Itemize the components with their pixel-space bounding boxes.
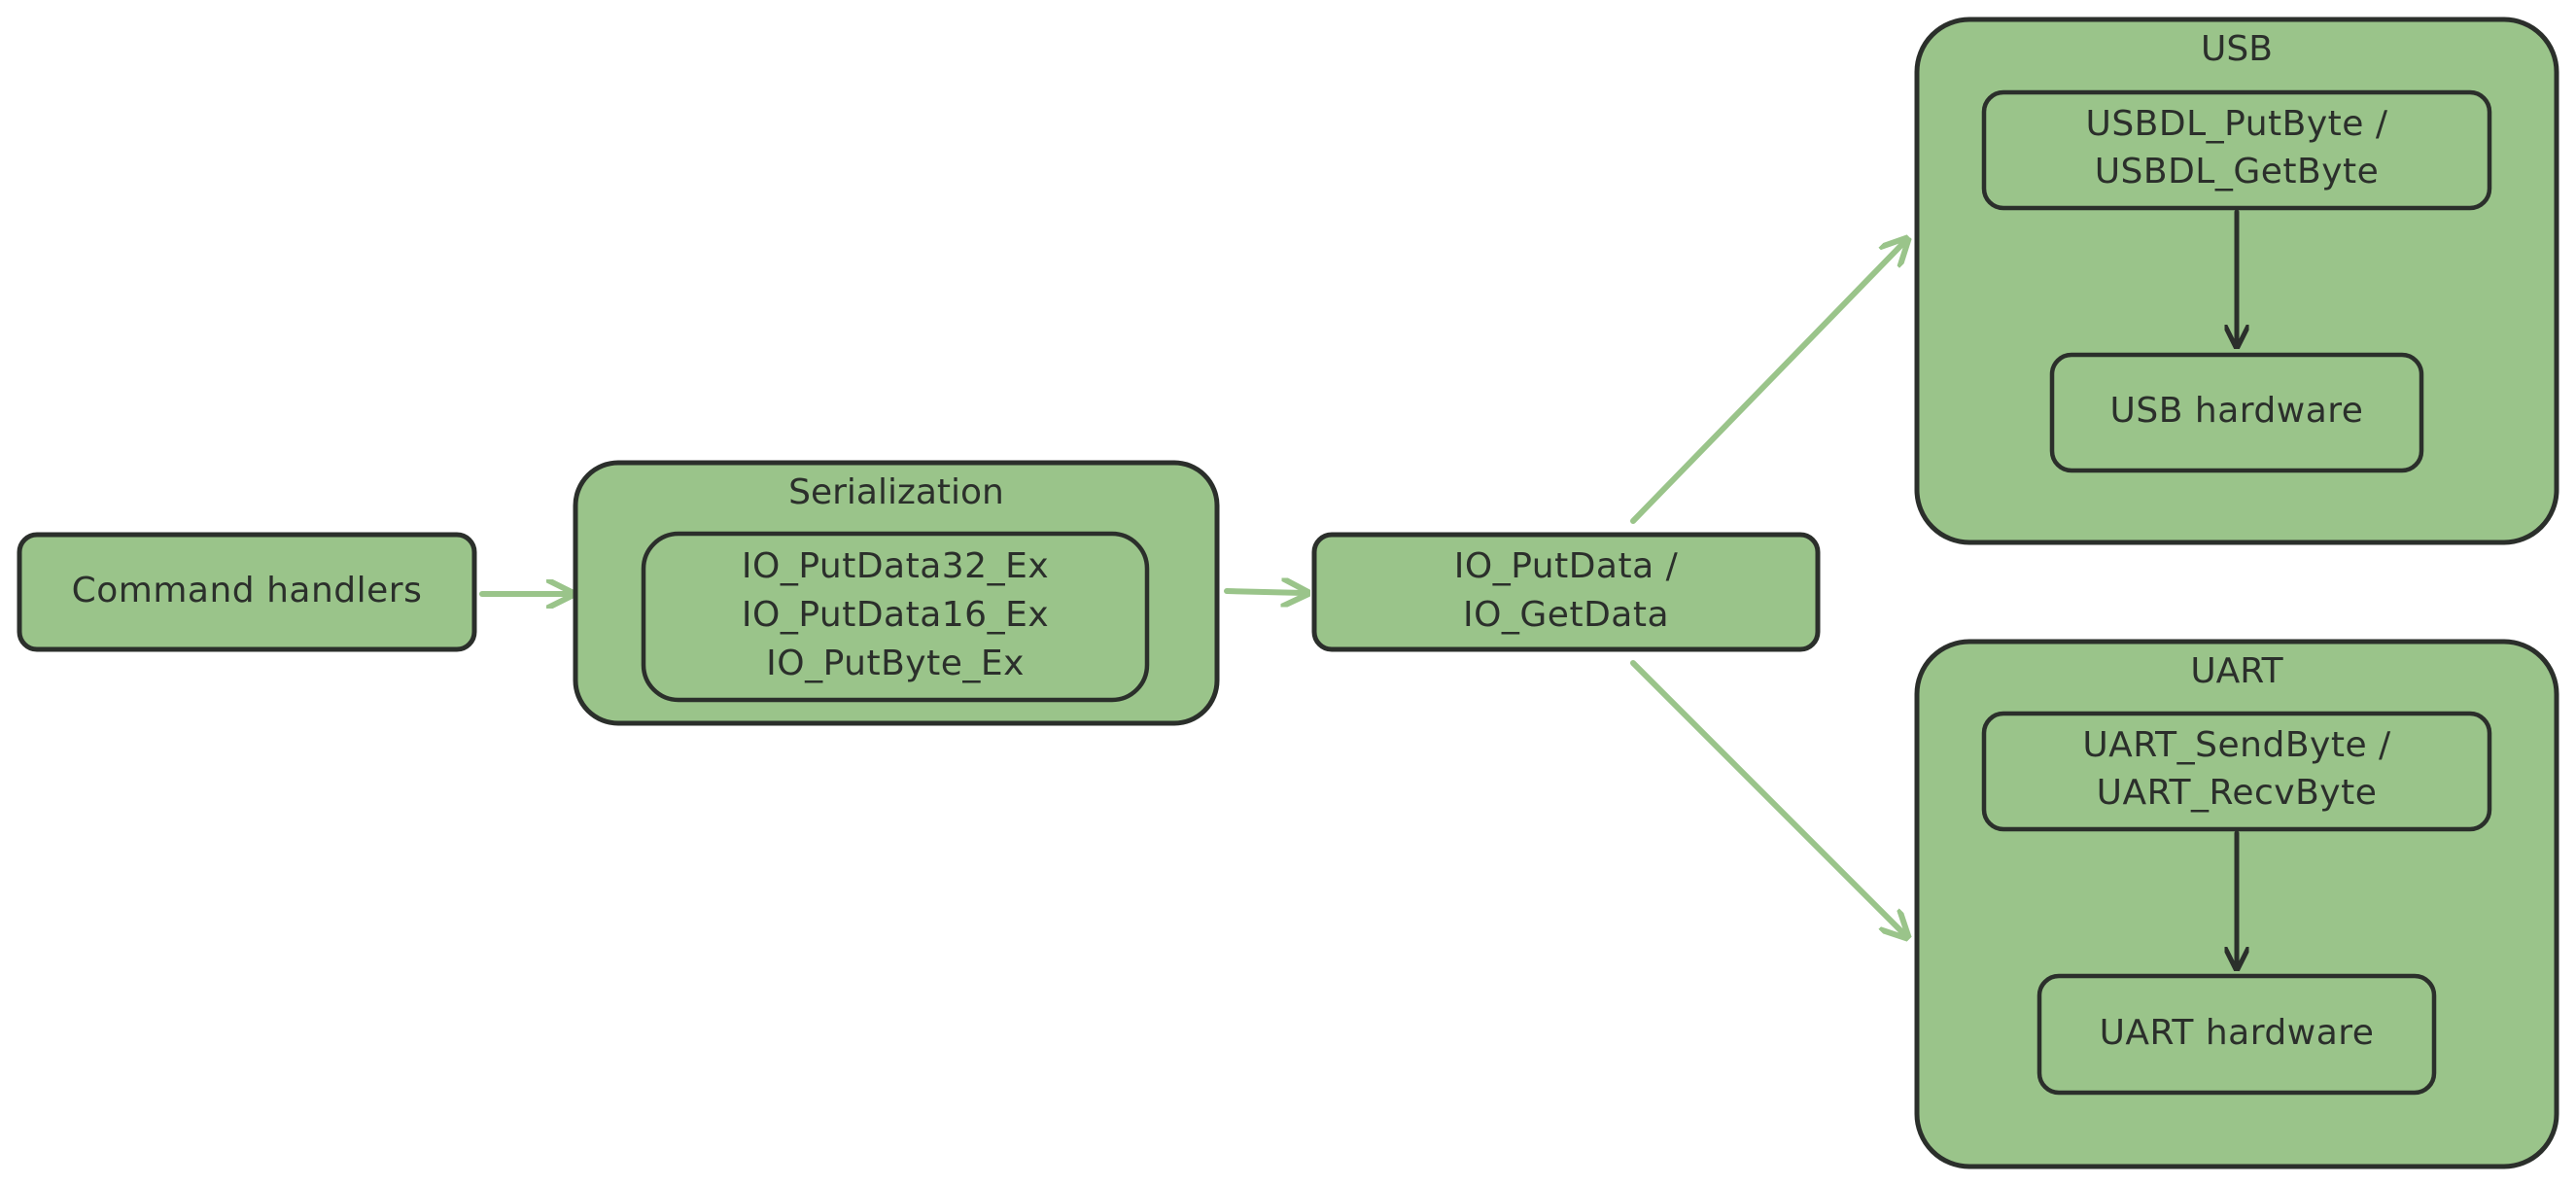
usb-api-line-1: USBDL_PutByte / — [2085, 104, 2387, 144]
command-handlers-label: Command handlers — [72, 571, 423, 610]
uart-title: UART — [2190, 651, 2283, 691]
usb-hardware-box — [2049, 352, 2424, 473]
uart-api-line-2: UART_RecvByte — [2097, 773, 2378, 813]
serialization-title: Serialization — [788, 472, 1004, 512]
usb-api-line-2: USBDL_GetByte — [2095, 152, 2380, 192]
uart-group: UART UART_SendByte / UART_RecvByte UART … — [1914, 639, 2559, 1169]
usb-api-box — [1981, 89, 2492, 211]
command-handlers-node: Command handlers — [17, 532, 477, 652]
arrow-io-to-usb — [1630, 241, 1905, 524]
io-data-line-1: IO_PutData / — [1454, 546, 1679, 586]
uart-hardware-label: UART hardware — [2100, 1013, 2375, 1053]
arrow-serialization-to-io — [1224, 591, 1305, 593]
command-handlers-box — [17, 532, 477, 652]
uart-api-box — [1981, 711, 2492, 832]
uart-api-line-1: UART_SendByte / — [2082, 725, 2391, 765]
arrow-io-to-uart — [1630, 660, 1905, 935]
uart-hardware-box — [2036, 973, 2437, 1096]
io-data-line-2: IO_GetData — [1463, 595, 1669, 635]
io-data-box — [1311, 532, 1821, 652]
usb-group: USB USBDL_PutByte / USBDL_GetByte USB ha… — [1914, 17, 2559, 545]
serialization-group: Serialization IO_PutData32_Ex IO_PutData… — [573, 460, 1220, 726]
serialization-line-3: IO_PutByte_Ex — [766, 644, 1025, 683]
serialization-line-1: IO_PutData32_Ex — [742, 546, 1049, 586]
io-data-node: IO_PutData / IO_GetData — [1311, 532, 1821, 652]
usb-hardware-label: USB hardware — [2110, 391, 2364, 431]
usb-title: USB — [2201, 29, 2273, 69]
serialization-functions-box — [641, 531, 1150, 703]
serialization-line-2: IO_PutData16_Ex — [742, 595, 1049, 635]
